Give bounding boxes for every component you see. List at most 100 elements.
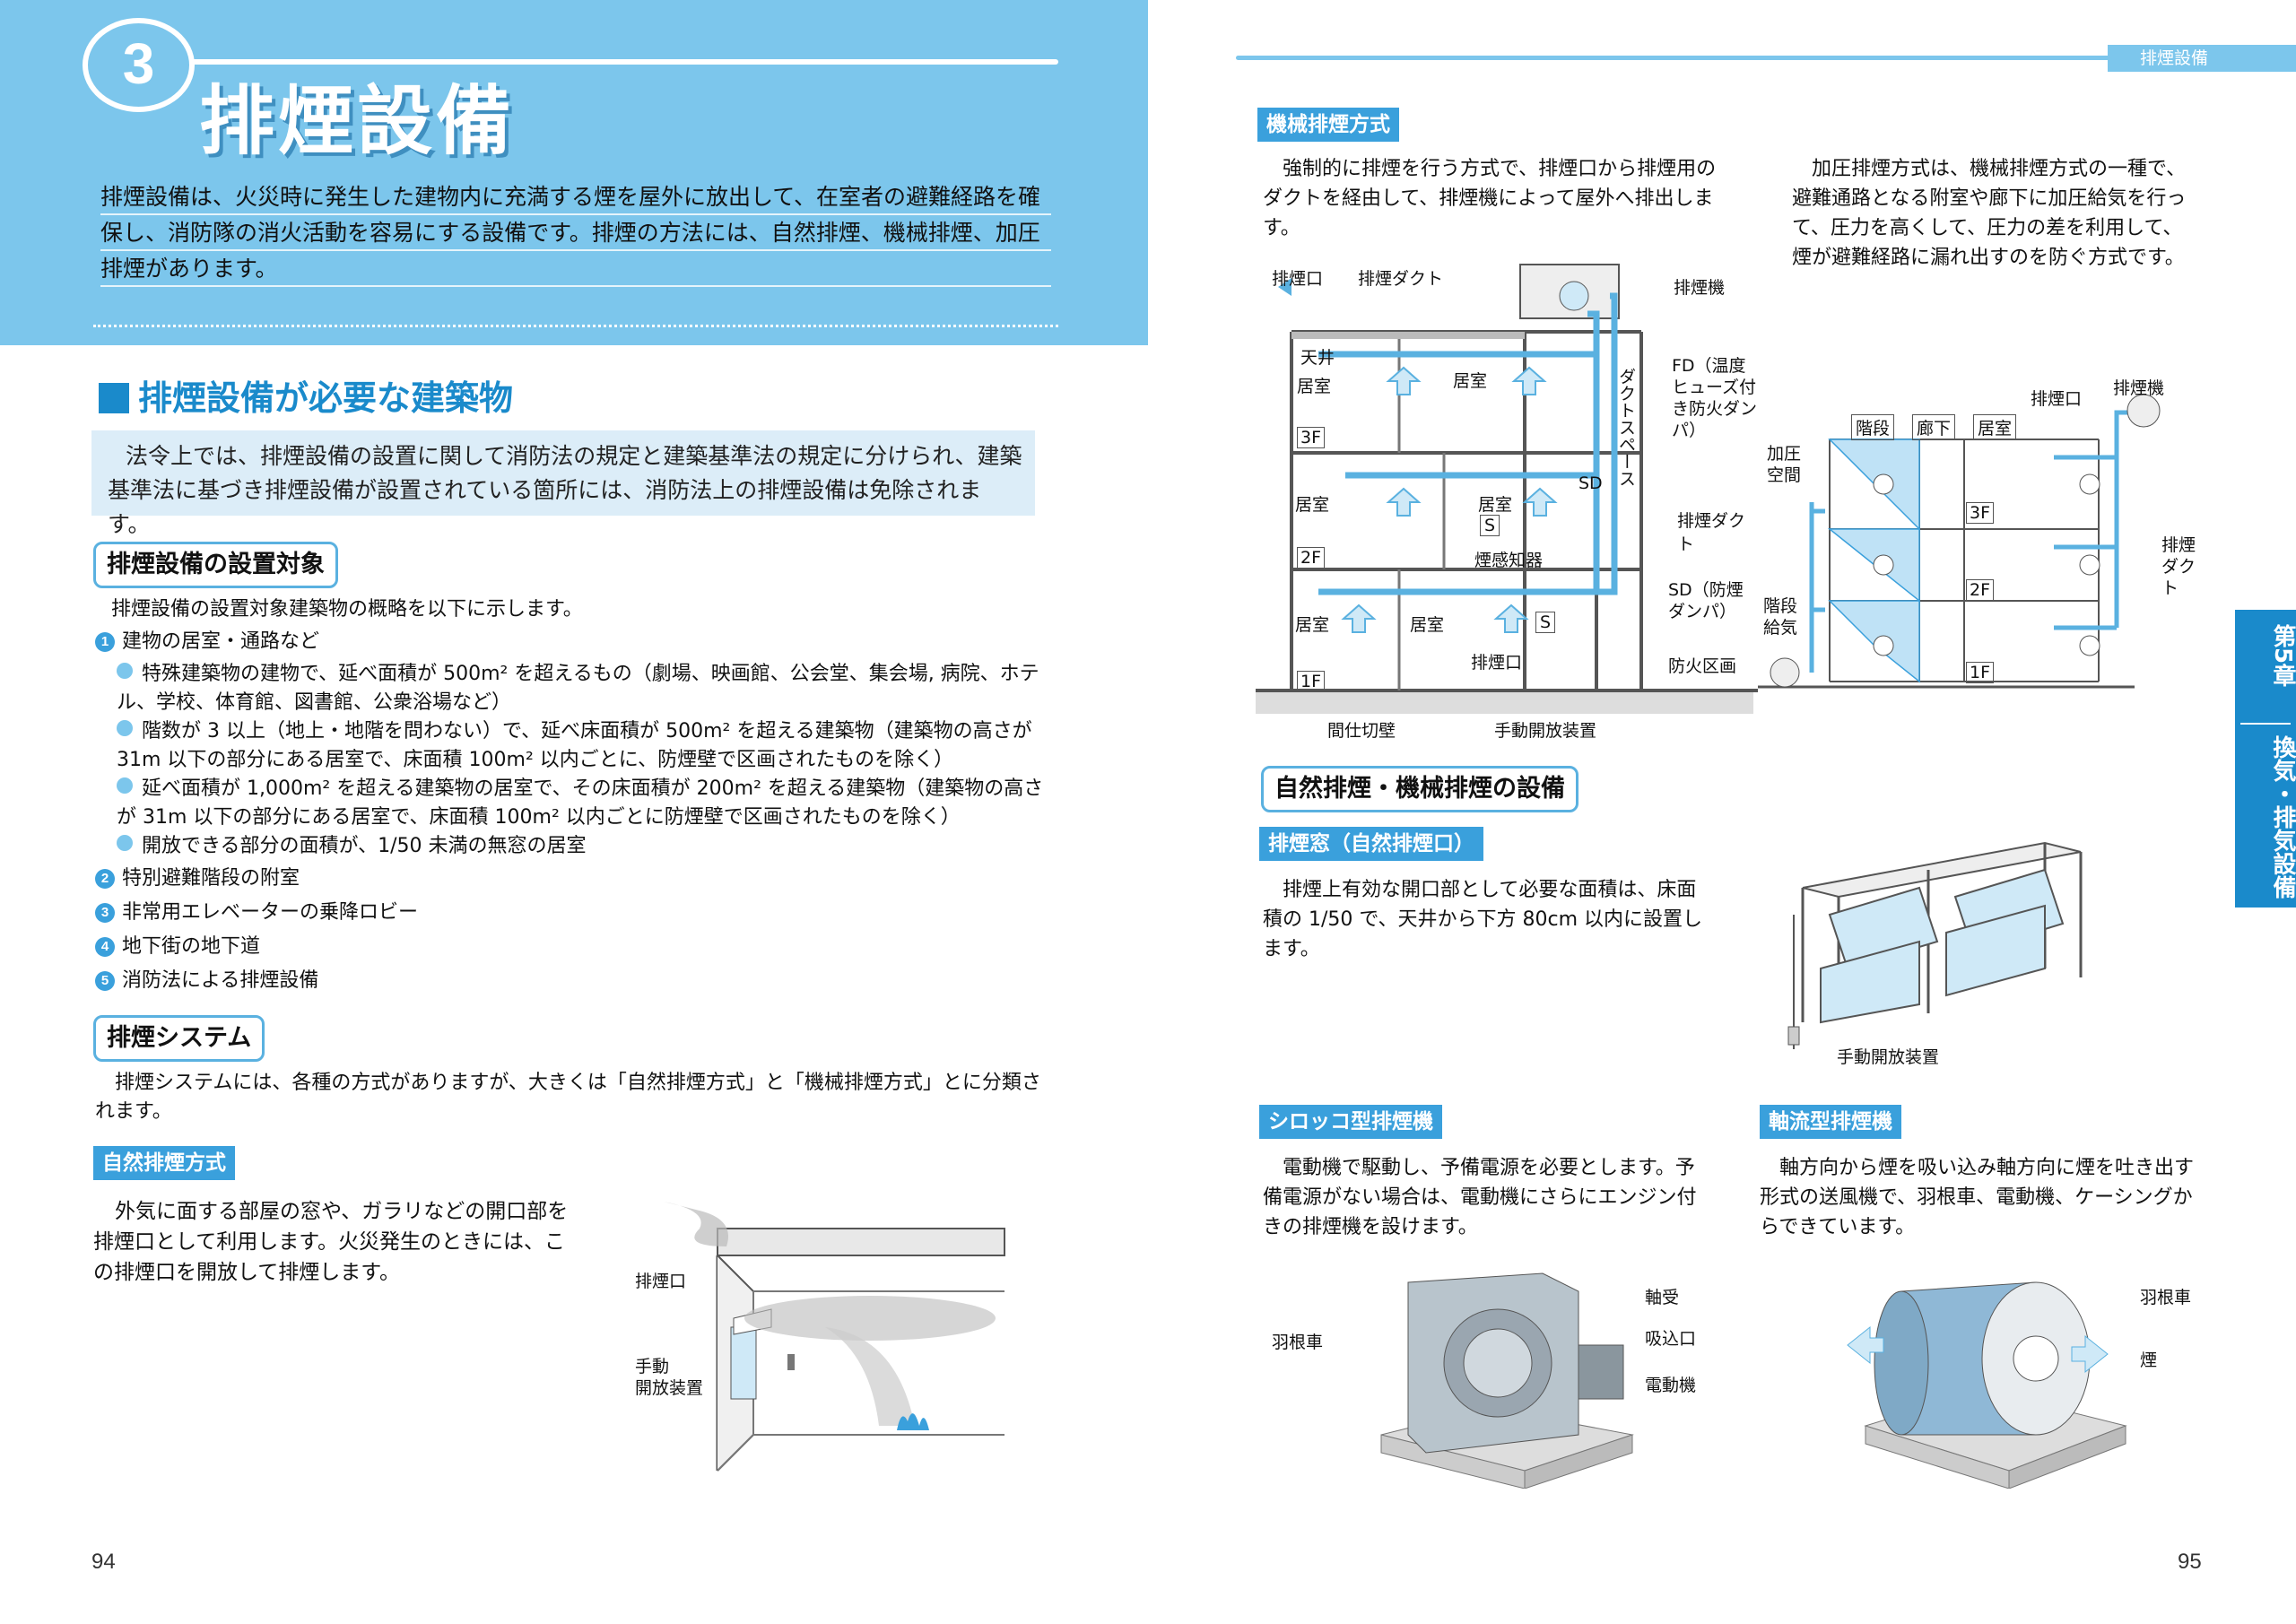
press-outlet-label: 排煙口 — [2031, 389, 2083, 409]
press-floor-1f: 1F — [1966, 662, 1995, 683]
mech-outlet-label: 排煙口 — [1272, 269, 1324, 289]
sirocco-motor-label: 電動機 — [1645, 1376, 1697, 1395]
chapter-number-badge: 3 — [83, 18, 195, 112]
system-heading: 排煙システム — [93, 1015, 265, 1062]
axial-smoke-label: 煙 — [2140, 1350, 2158, 1370]
target-sub-4-text: 開放できる部分の面積が、1/50 未満の無窓の居室 — [142, 835, 587, 857]
square-bullet-icon — [99, 383, 129, 413]
target-item-4-text: 地下街の地下道 — [122, 935, 261, 958]
number-4-icon: 4 — [95, 937, 115, 957]
mech-sd-label: SD — [1578, 473, 1603, 493]
sirocco-shaft-label: 軸受 — [1645, 1288, 1680, 1307]
mech-room-3f-b: 居室 — [1453, 371, 1488, 391]
target-item-2: 2 特別避難階段の附室 — [95, 864, 300, 893]
mech-smoke-duct-label: 排煙ダクト — [1677, 511, 1746, 554]
side-tab-chapter-text: 第5章 — [2269, 624, 2296, 688]
window-manual-label: 手動開放装置 — [1837, 1047, 1940, 1067]
mech-1f-outlet-label: 排煙口 — [1471, 653, 1523, 673]
equipment-heading: 自然排煙・機械排煙の設備 — [1261, 766, 1578, 812]
target-item-5-text: 消防法による排煙設備 — [122, 969, 319, 992]
natural-smoke-illustration — [664, 1202, 1005, 1472]
axial-impeller-label: 羽根車 — [2140, 1288, 2192, 1307]
number-3-icon: 3 — [95, 903, 115, 923]
natural-outlet-label: 排煙口 — [635, 1272, 687, 1291]
mech-tag: 機械排煙方式 — [1257, 108, 1399, 142]
press-floor-2f: 2F — [1966, 579, 1995, 601]
side-tab-divider — [2240, 723, 2291, 725]
sirocco-fan-illustration — [1380, 1272, 1634, 1489]
chapter-side-tab: 第5章 換気・排気設備 — [2235, 610, 2296, 908]
press-space-label: 加圧空間 — [1767, 444, 1802, 485]
page-number-left: 94 — [91, 1550, 116, 1574]
number-1-icon: 1 — [95, 632, 115, 652]
target-sub-2: 階数が 3 以上（地上・地階を問わない）で、延べ床面積が 500m² を超える建… — [117, 717, 1049, 775]
window-tag: 排煙窓（自然排煙口） — [1259, 827, 1483, 861]
mech-manual-label: 手動開放装置 — [1494, 721, 1597, 741]
target-sub-3-text: 延べ面積が 1,000m² を超える建築物の居室で、その床面積が 200m² を… — [117, 777, 1044, 829]
target-sub-3: 延べ面積が 1,000m² を超える建築物の居室で、その床面積が 200m² を… — [117, 775, 1049, 832]
section-heading: 排煙設備が必要な建築物 — [99, 373, 513, 423]
target-item-3-text: 非常用エレベーターの乗降ロビー — [122, 901, 419, 924]
press-stairs-label: 階段 — [1851, 414, 1895, 440]
mech-sd2-label: SD（防煙ダンパ） — [1668, 580, 1744, 621]
bullet-icon — [117, 720, 133, 736]
axial-tag: 軸流型排煙機 — [1760, 1105, 1901, 1139]
press-duct-label: 排煙ダクト — [2161, 535, 2196, 598]
targets-intro: 排煙設備の設置対象建築物の概略を以下に示します。 — [111, 598, 583, 621]
side-tab-title-text: 換気・排気設備 — [2269, 735, 2296, 899]
page-title: 排煙設備 — [199, 77, 516, 165]
bullet-icon — [117, 663, 133, 679]
running-head-rule — [1236, 56, 2124, 60]
target-sub-4: 開放できる部分の面積が、1/50 未満の無窓の居室 — [117, 832, 1049, 861]
mech-partition-label: 間仕切壁 — [1327, 721, 1396, 741]
side-tab-chapter: 第5章 — [2235, 624, 2296, 714]
axial-text: 軸方向から煙を吸い込み軸方向に煙を吐き出す形式の送風機で、羽根車、電動機、ケーシ… — [1760, 1157, 2195, 1238]
mech-duct-space-label: ダクトスペース — [1616, 368, 1636, 487]
press-fan-label: 排煙機 — [2113, 378, 2165, 398]
mech-floor-1f: 1F — [1297, 671, 1326, 692]
press-stair-supply-label: 階段給気 — [1763, 596, 1798, 638]
law-note-box — [91, 430, 1035, 516]
mech-ceiling-label: 天井 — [1300, 348, 1335, 368]
intro-text: 排煙設備は、火災時に発生した建物内に充満する煙を屋外に放出して、在室者の避難経路… — [100, 179, 1051, 287]
target-item-2-text: 特別避難階段の附室 — [122, 867, 300, 890]
intro-divider — [93, 325, 1058, 327]
section-heading-text: 排煙設備が必要な建築物 — [138, 378, 514, 418]
bullet-icon — [117, 835, 133, 851]
target-item-5: 5 消防法による排煙設備 — [95, 967, 318, 995]
bullet-icon — [117, 777, 133, 794]
targets-heading: 排煙設備の設置対象 — [93, 542, 338, 588]
mech-room-2f-a: 居室 — [1295, 495, 1330, 515]
mech-s-label-1f: S — [1535, 612, 1556, 633]
mech-detector-label: 煙感知器 — [1474, 551, 1544, 570]
press-text: 加圧排煙方式は、機械排煙方式の一種で、避難通路となる附室や廊下に加圧給気を行って… — [1792, 158, 2187, 269]
mech-fan-label: 排煙機 — [1674, 278, 1726, 298]
natural-manual-label: 手動 開放装置 — [635, 1357, 704, 1398]
window-text: 排煙上有効な開口部として必要な面積は、床面積の 1/50 で、天井から下方 80… — [1263, 879, 1703, 960]
mech-floor-3f: 3F — [1297, 427, 1326, 448]
sirocco-inlet-label: 吸込口 — [1645, 1329, 1697, 1349]
target-item-3: 3 非常用エレベーターの乗降ロビー — [95, 899, 418, 927]
sirocco-impeller-label: 羽根車 — [1272, 1333, 1324, 1352]
system-text: 排煙システムには、各種の方式がありますが、大きくは「自然排煙方式」と「機械排煙方… — [95, 1072, 1041, 1123]
mech-s-label-2f: S — [1480, 515, 1500, 536]
mech-room-1f-b: 居室 — [1410, 615, 1445, 635]
law-note-text: 法令上では、排煙設備の設置に関して消防法の規定と建築基準法の規定に分けられ、建築… — [108, 443, 1022, 537]
mech-exhaust-diagram — [1256, 260, 1758, 726]
mech-fd-label: FD（温度ヒューズ付き防火ダンパ） — [1672, 356, 1758, 440]
target-sub-1: 特殊建築物の建物で、延べ面積が 500m² を超えるもの（劇場、映画館、公会堂、… — [117, 660, 1049, 717]
target-item-4: 4 地下街の地下道 — [95, 933, 260, 961]
number-5-icon: 5 — [95, 971, 115, 991]
running-head: 排煙設備 — [2108, 45, 2296, 72]
mech-room-1f-a: 居室 — [1295, 615, 1330, 635]
number-2-icon: 2 — [95, 869, 115, 889]
target-item-1-text: 建物の居室・通路など — [122, 630, 320, 653]
press-corridor-label: 廊下 — [1912, 414, 1956, 440]
page-number-right: 95 — [2178, 1550, 2202, 1574]
mech-text: 強制的に排煙を行う方式で、排煙口から排煙用のダクトを経由して、排煙機によって屋外… — [1263, 158, 1717, 239]
mech-fire-zone-label: 防火区画 — [1668, 656, 1737, 676]
target-item-1: 1 建物の居室・通路など — [95, 628, 319, 656]
header-rule — [175, 59, 1058, 65]
pressurization-diagram — [1758, 377, 2197, 699]
